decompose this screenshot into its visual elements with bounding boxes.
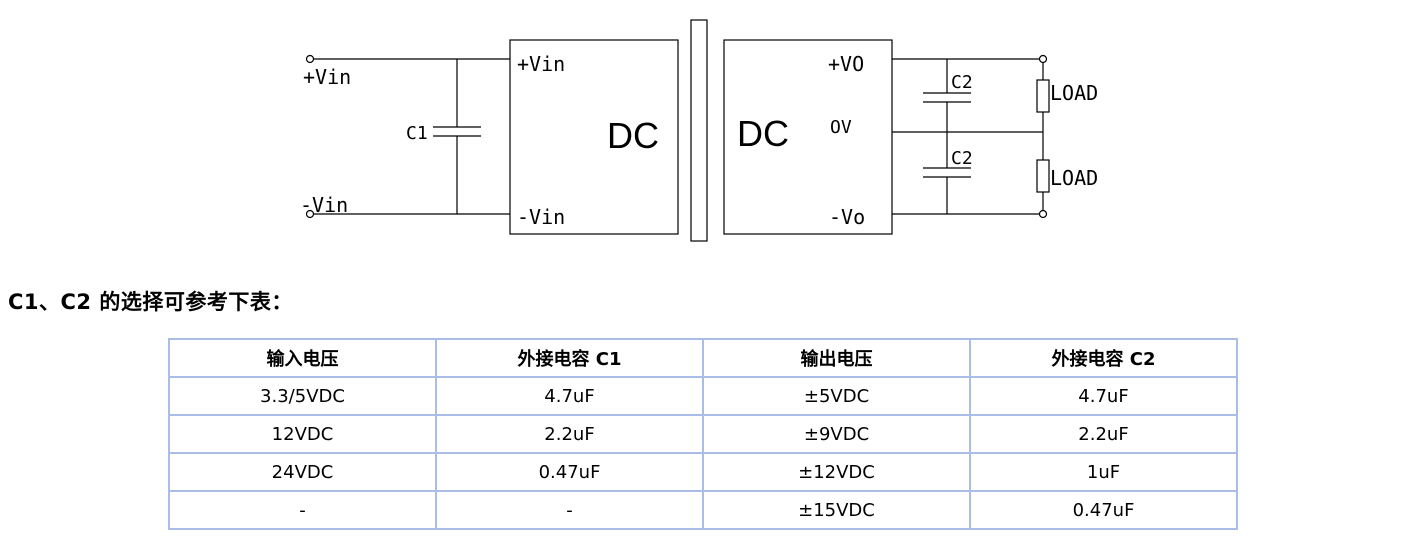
table-cell: ±15VDC: [702, 490, 971, 530]
table-cell: -: [435, 490, 704, 530]
input-pos-label: +Vin: [303, 65, 351, 89]
table-cell: 2.2uF: [435, 414, 704, 454]
section-heading: C1、C2 的选择可参考下表：: [8, 290, 293, 314]
load-bottom-label: LOAD: [1050, 166, 1098, 190]
c2-bottom-label: C2: [951, 148, 973, 169]
load-top-resistor: [1036, 79, 1050, 113]
table-cell: 2.2uF: [969, 414, 1238, 454]
left-pin-pos-label: +Vin: [517, 52, 565, 76]
left-block-label: DC: [607, 115, 659, 156]
table-cell: 12VDC: [168, 414, 437, 454]
output-pos-terminal: [1038, 54, 1048, 64]
table-cell: ±12VDC: [702, 452, 971, 492]
circuit-diagram: +Vin -Vin C1 +Vin -Vin DC DC +VO OV -Vo …: [300, 19, 1098, 242]
c1-label: C1: [406, 123, 428, 144]
load-bottom-resistor: [1036, 159, 1050, 193]
isolation-barrier: [690, 19, 708, 242]
load-top-label: LOAD: [1050, 81, 1098, 105]
table-row: 12VDC 2.2uF ±9VDC 2.2uF: [168, 414, 1238, 454]
table-row: 3.3/5VDC 4.7uF ±5VDC 4.7uF: [168, 376, 1238, 416]
table-header-row: 输入电压 外接电容 C1 输出电压 外接电容 C2: [168, 338, 1238, 378]
right-pin-pos-label: +VO: [828, 52, 864, 76]
table-cell: ±9VDC: [702, 414, 971, 454]
c2-top-label: C2: [951, 72, 973, 93]
header-output-voltage: 输出电压: [702, 338, 971, 378]
table-cell: ±5VDC: [702, 376, 971, 416]
output-neg-terminal: [1038, 209, 1048, 219]
table-row: 24VDC 0.47uF ±12VDC 1uF: [168, 452, 1238, 492]
table-cell: 3.3/5VDC: [168, 376, 437, 416]
header-c1: 外接电容 C1: [435, 338, 704, 378]
table-cell: 0.47uF: [435, 452, 704, 492]
left-pin-neg-label: -Vin: [517, 205, 565, 229]
header-input-voltage: 输入电压: [168, 338, 437, 378]
capacitor-selection-table: 输入电压 外接电容 C1 输出电压 外接电容 C2 3.3/5VDC 4.7uF…: [168, 338, 1238, 530]
table-cell: 4.7uF: [969, 376, 1238, 416]
table-cell: 24VDC: [168, 452, 437, 492]
right-pin-neg-label: -Vo: [829, 205, 865, 229]
left-dc-block: [509, 39, 679, 235]
right-block-label: DC: [737, 113, 789, 154]
table-cell: 4.7uF: [435, 376, 704, 416]
table-row: - - ±15VDC 0.47uF: [168, 490, 1238, 530]
table-cell: -: [168, 490, 437, 530]
table-cell: 1uF: [969, 452, 1238, 492]
table-cell: 0.47uF: [969, 490, 1238, 530]
right-dc-block: [723, 39, 893, 235]
input-pos-terminal: [305, 54, 315, 64]
header-c2: 外接电容 C2: [969, 338, 1238, 378]
right-pin-zero-label: OV: [830, 117, 852, 138]
input-neg-label: -Vin: [300, 193, 348, 217]
